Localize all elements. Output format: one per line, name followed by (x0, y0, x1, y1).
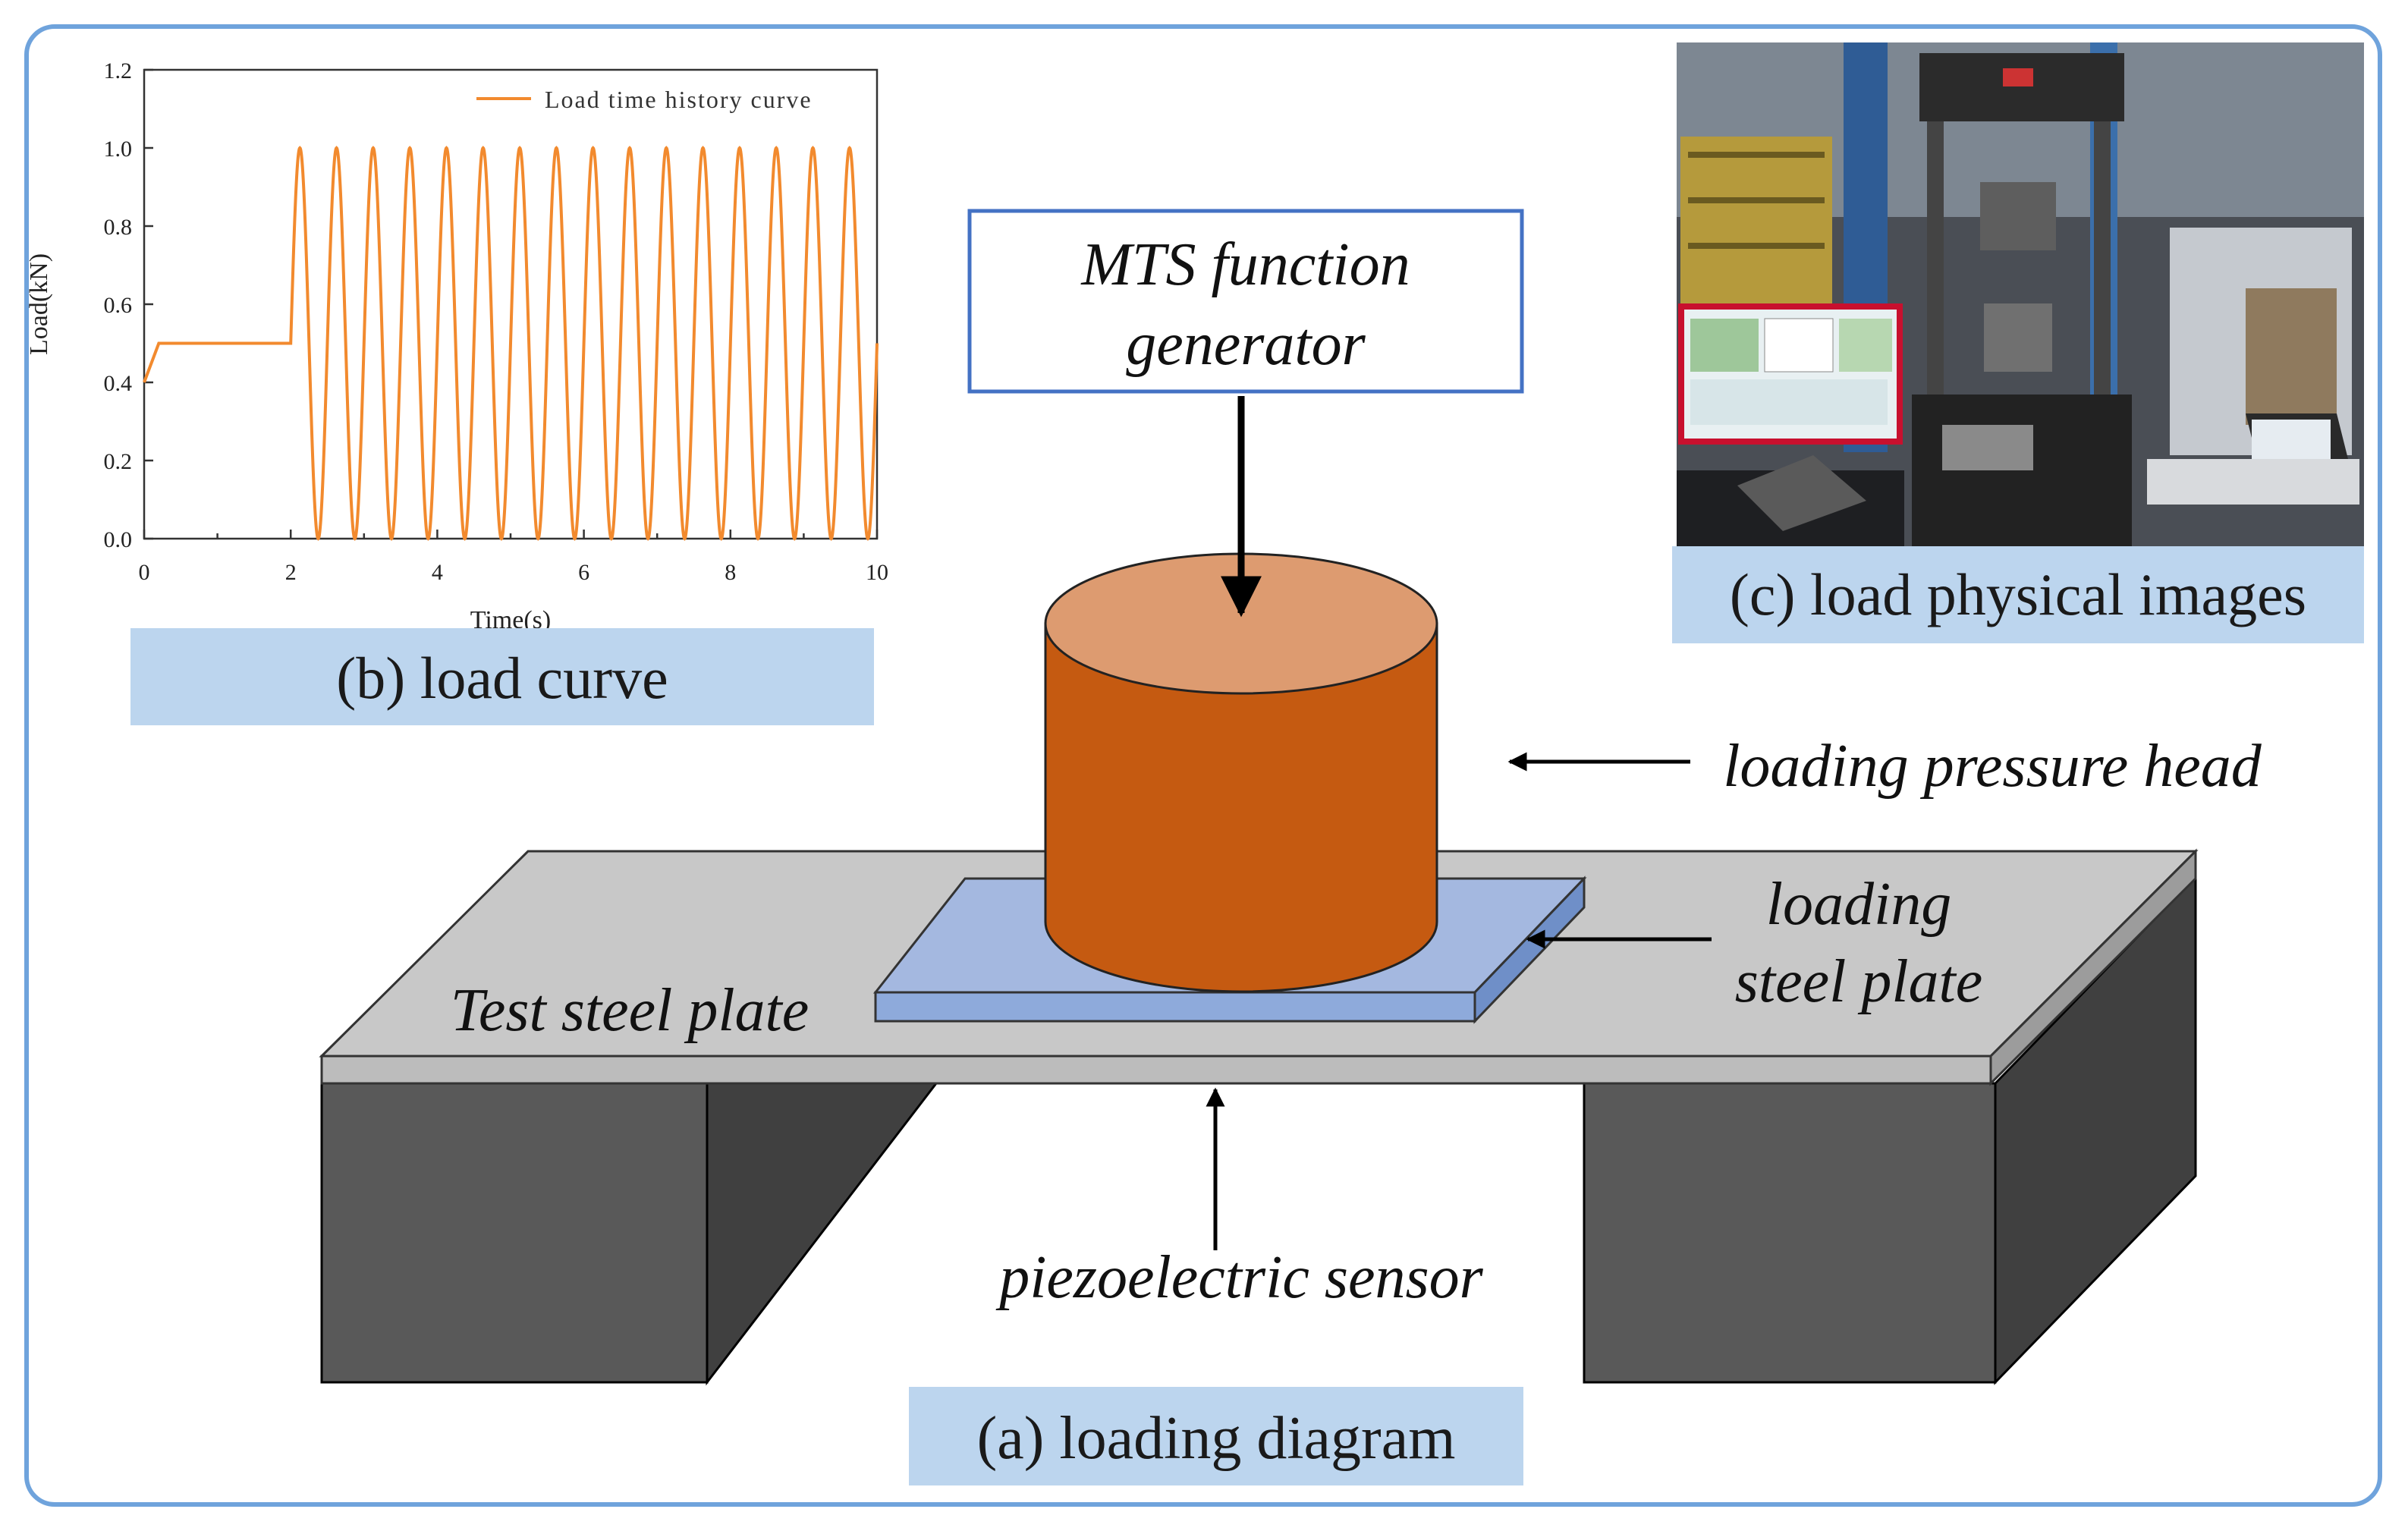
caption-b: (b) load curve (130, 628, 874, 725)
x-tick-label: 8 (725, 560, 736, 585)
laptop-icon (2147, 413, 2359, 505)
sensor-annotation: piezoelectric sensor (995, 1087, 1484, 1311)
y-tick-label: 0.4 (104, 371, 133, 396)
y-tick-label: 0.2 (104, 449, 133, 474)
monitor-icon (1678, 303, 1903, 445)
x-tick-label: 6 (578, 560, 589, 585)
loading-plate-annotation: loading steel plate (1526, 871, 1983, 1015)
shelving-icon (1680, 137, 1832, 303)
x-tick-label: 4 (432, 560, 443, 585)
pressure-head-annotation: loading pressure head (1507, 733, 2262, 800)
mts-box-border (967, 209, 1524, 394)
x-tick-label: 10 (866, 560, 888, 585)
photo-box (2246, 288, 2337, 425)
caption-a-text: (a) loading diagram (977, 1405, 1456, 1472)
chart-y-axis: 0.0 0.2 0.4 0.6 0.8 1.0 1.2 (104, 58, 153, 552)
test-plate-front (320, 1055, 1992, 1085)
load-physical-photo (1677, 42, 2364, 546)
caption-c-background (1672, 546, 2364, 643)
caption-b-text: (b) load curve (336, 645, 668, 711)
x-tick-label: 2 (285, 560, 297, 585)
caption-c: (c) load physical images (1672, 546, 2364, 643)
chart-legend: Load time history curve (476, 86, 813, 113)
x-tick-label: 0 (139, 560, 150, 585)
loading-plate-label-line1: loading (1766, 871, 1951, 938)
y-tick-label: 0.0 (104, 527, 133, 552)
pressure-head-label: loading pressure head (1723, 733, 2262, 800)
chart-x-axis: 0 2 4 6 8 10 (139, 530, 888, 585)
load-curve-chart: 0.0 0.2 0.4 0.6 0.8 1.0 1.2 0 2 4 6 8 10 Load time … (25, 58, 888, 634)
y-tick-label: 1.0 (104, 137, 133, 162)
caption-a: (a) loading diagram (909, 1387, 1523, 1485)
testing-machine-icon (1912, 53, 2132, 546)
photo-object (1737, 455, 1866, 531)
right-support-block (1583, 874, 2197, 1385)
legend-label: Load time history curve (545, 86, 813, 113)
loading-plate-label-line2: steel plate (1735, 948, 1983, 1015)
test-plate-label: Test steel plate (451, 977, 809, 1044)
mts-function-generator-box: MTS function generator (967, 209, 1524, 394)
y-tick-label: 1.2 (104, 58, 133, 83)
mts-label-line2: generator (1126, 311, 1366, 378)
caption-c-text: (c) load physical images (1730, 561, 2306, 627)
figure-frame (24, 24, 2382, 1507)
sensor-label: piezoelectric sensor (995, 1244, 1483, 1311)
caption-a-background (909, 1387, 1523, 1485)
load-time-history-line (143, 146, 879, 541)
chart-ylabel: Load(kN) (25, 253, 53, 355)
mts-label-line1: MTS function (1080, 231, 1410, 298)
y-tick-label: 0.8 (104, 215, 133, 240)
caption-b-background (130, 628, 874, 725)
y-tick-label: 0.6 (104, 293, 133, 318)
loading-pressure-head-cylinder (1044, 552, 1438, 993)
test-plate-side (1989, 848, 2197, 1086)
chart-plot-area (143, 68, 879, 540)
